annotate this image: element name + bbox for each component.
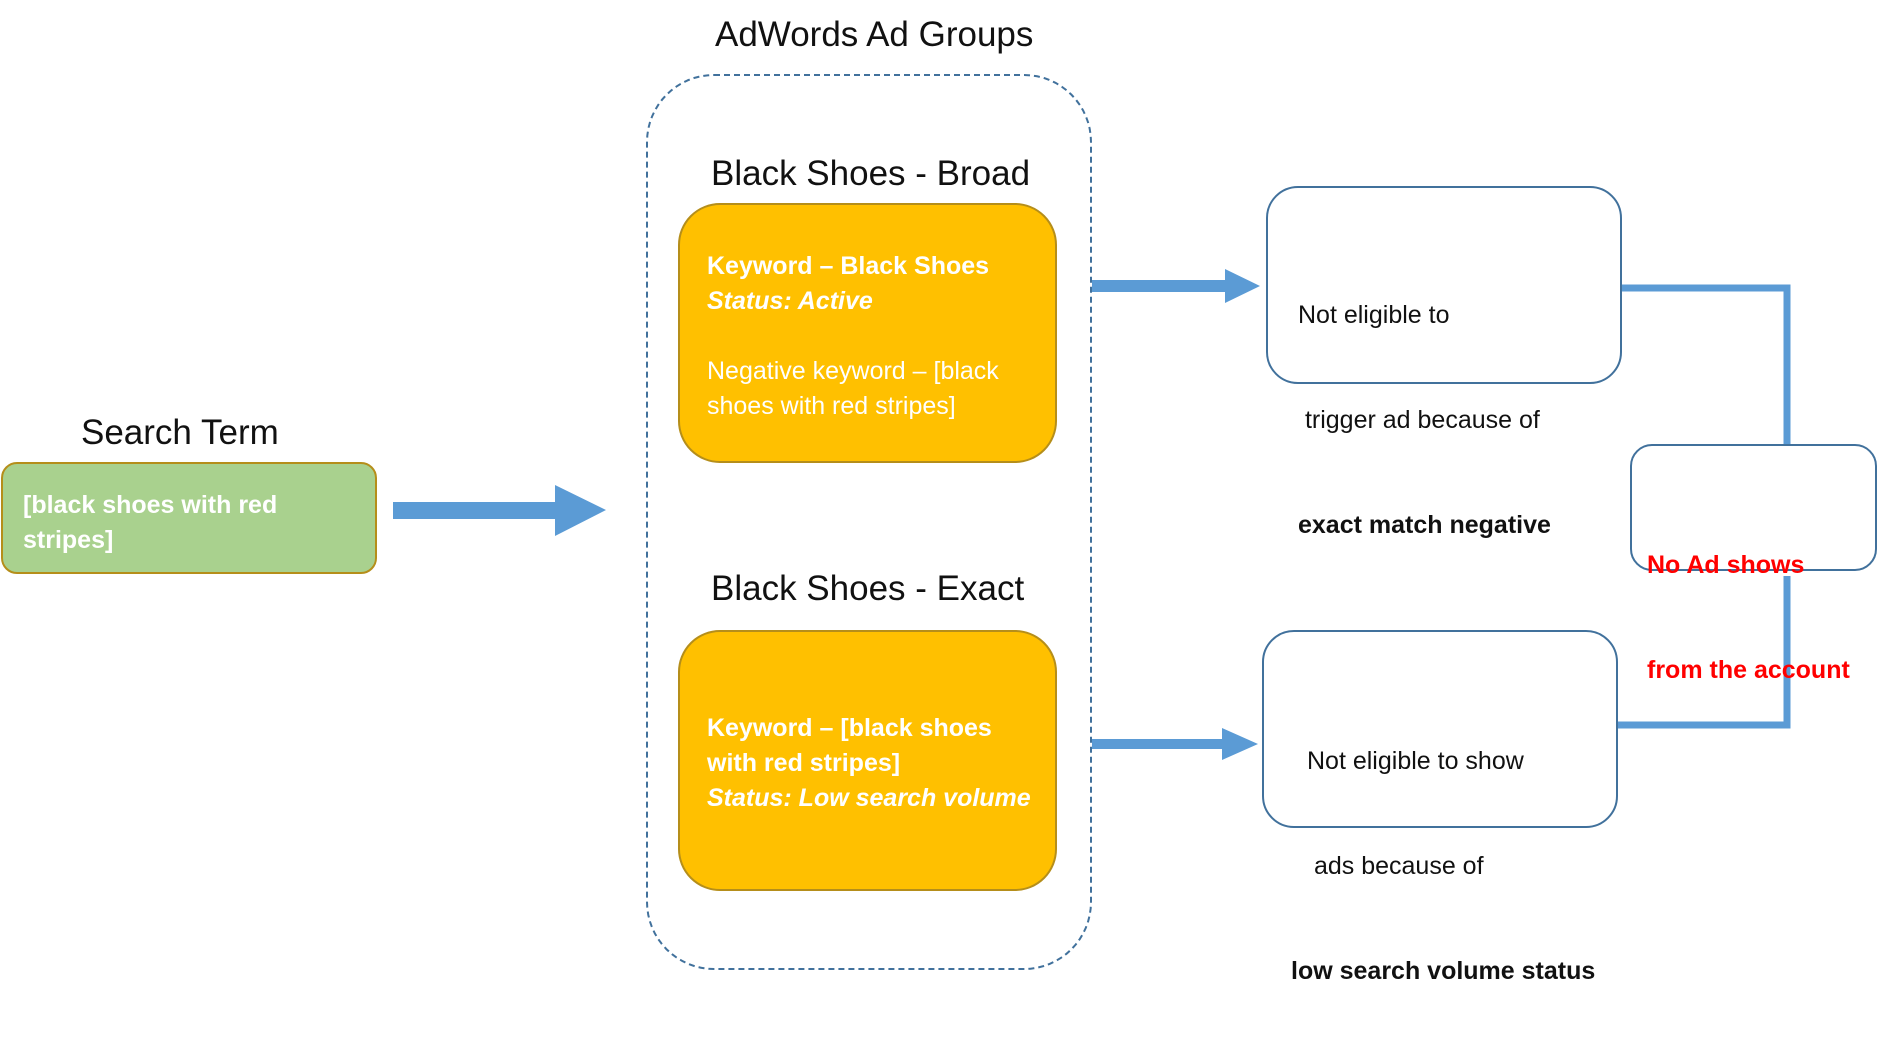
broad-outcome-box: Not eligible to trigger ad because of ex… xyxy=(1266,186,1622,539)
result-line-2: from the account xyxy=(1647,656,1850,684)
exact-outcome-line-1: Not eligible to show xyxy=(1307,747,1524,775)
search-term-box: [black shoes with red stripes] xyxy=(1,462,377,574)
exact-arrow-shaft xyxy=(1092,739,1226,749)
top-outcome-connector xyxy=(1622,284,1791,444)
broad-status: Status: Active xyxy=(707,287,873,315)
exact-keyword-line-1: Keyword – [black shoes xyxy=(707,714,992,742)
search-arrow-shaft xyxy=(393,502,560,519)
search-term-line-2: stripes] xyxy=(23,526,114,554)
broad-keyword: Keyword – Black Shoes xyxy=(707,252,990,280)
ad-groups-heading: AdWords Ad Groups xyxy=(715,15,1034,54)
search-to-groups-arrow xyxy=(393,485,606,536)
search-term-heading: Search Term xyxy=(81,413,279,452)
exact-keyword-line-2: with red stripes] xyxy=(707,749,901,777)
diagram-canvas: Search Term [black shoes with red stripe… xyxy=(1,15,1877,985)
result-box: No Ad shows from the account xyxy=(1630,444,1877,684)
broad-outcome-line-2: trigger ad because of xyxy=(1298,406,1540,434)
ad-groups-container xyxy=(646,74,1092,970)
broad-arrow-shaft xyxy=(1092,280,1230,292)
exact-arrow-head xyxy=(1222,728,1258,760)
bottom-outcome-connector xyxy=(1618,576,1791,729)
broad-outcome-line-1: Not eligible to xyxy=(1298,301,1450,329)
connectors-layer xyxy=(393,269,1791,760)
broad-negative-line-1: Negative keyword – [black xyxy=(707,357,999,385)
broad-arrow-head xyxy=(1225,269,1260,303)
exact-group-title: Black Shoes - Exact xyxy=(711,569,1025,608)
exact-outcome-line-2: ads because of xyxy=(1307,852,1484,880)
exact-outcome-reason: low search volume status xyxy=(1291,957,1596,985)
exact-keyword-box: Keyword – [black shoes with red stripes]… xyxy=(678,630,1057,891)
search-arrow-head xyxy=(555,485,606,536)
result-line-1: No Ad shows xyxy=(1647,551,1805,579)
broad-outcome-reason: exact match negative xyxy=(1298,511,1551,539)
broad-group-title: Black Shoes - Broad xyxy=(711,154,1031,193)
exact-to-outcome-arrow xyxy=(1092,728,1258,760)
exact-outcome-box: Not eligible to show ads because of low … xyxy=(1262,630,1618,985)
search-term-line-1: [black shoes with red xyxy=(23,491,278,519)
broad-keyword-box: Keyword – Black Shoes Status: Active Neg… xyxy=(678,203,1057,463)
broad-negative-line-2: shoes with red stripes] xyxy=(707,392,956,420)
broad-spacer xyxy=(707,319,1039,354)
broad-to-outcome-arrow xyxy=(1092,269,1260,303)
exact-status: Status: Low search volume xyxy=(707,784,1031,812)
